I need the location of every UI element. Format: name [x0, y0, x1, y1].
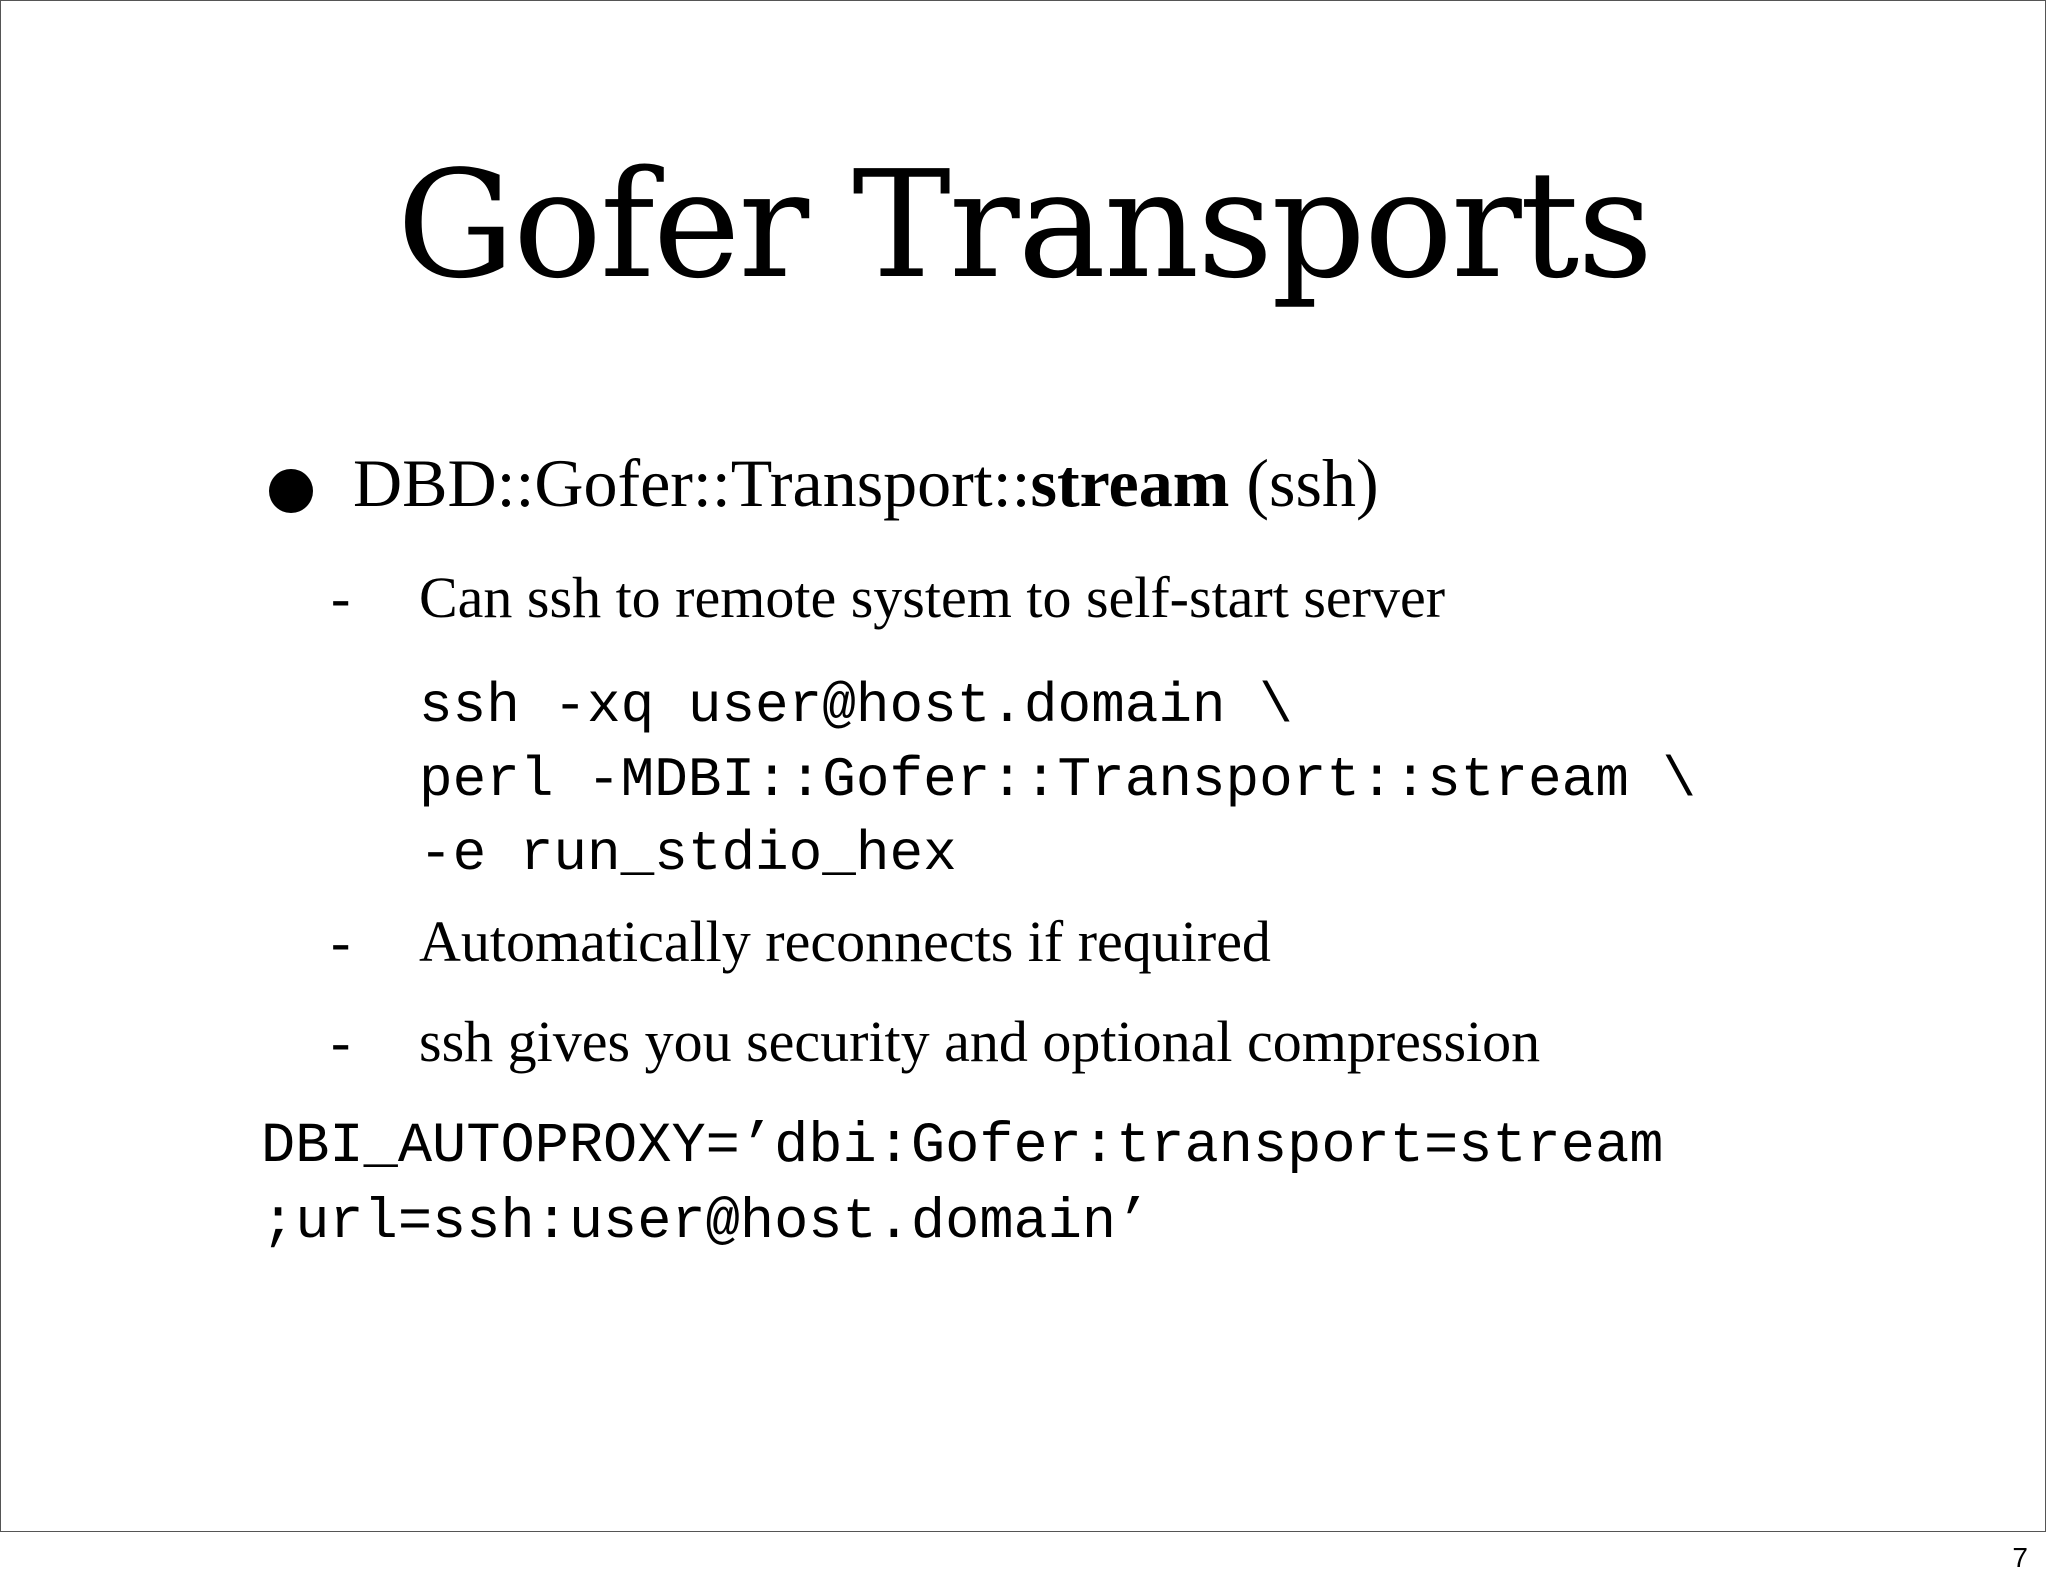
code-block: ssh -xq user@host.domain \perl -MDBI::Go… — [419, 669, 1696, 891]
dash-icon: - — [331, 1009, 351, 1074]
code-line: perl -MDBI::Gofer::Transport::stream \ — [419, 748, 1697, 812]
code-line: -e run_stdio_hex — [419, 822, 957, 886]
slide-title: Gofer Transports — [396, 139, 1653, 311]
env-block: DBI_AUTOPROXY=’dbi:Gofer:transport=strea… — [261, 1109, 1663, 1261]
env-line: ;url=ssh:user@host.domain’ — [261, 1191, 1151, 1255]
env-line: DBI_AUTOPROXY=’dbi:Gofer:transport=strea… — [261, 1115, 1664, 1179]
bullet-dot-icon — [269, 469, 313, 513]
bullet-prefix: DBD::Gofer::Transport:: — [353, 445, 1031, 521]
bullet-text: DBD::Gofer::Transport::stream (ssh) — [353, 449, 1379, 517]
subpoint-text: Automatically reconnects if required — [419, 909, 1271, 974]
slide: Gofer Transports DBD::Gofer::Transport::… — [0, 0, 2046, 1532]
code-line: ssh -xq user@host.domain \ — [419, 674, 1293, 738]
bullet-bold: stream — [1030, 445, 1230, 521]
dash-icon: - — [331, 909, 351, 974]
subpoint-text: Can ssh to remote system to self-start s… — [419, 565, 1446, 630]
page-number: 7 — [2012, 1542, 2028, 1573]
dash-icon: - — [331, 565, 351, 630]
subpoint-text: ssh gives you security and optional comp… — [419, 1009, 1541, 1074]
bullet-suffix: (ssh) — [1229, 445, 1379, 521]
